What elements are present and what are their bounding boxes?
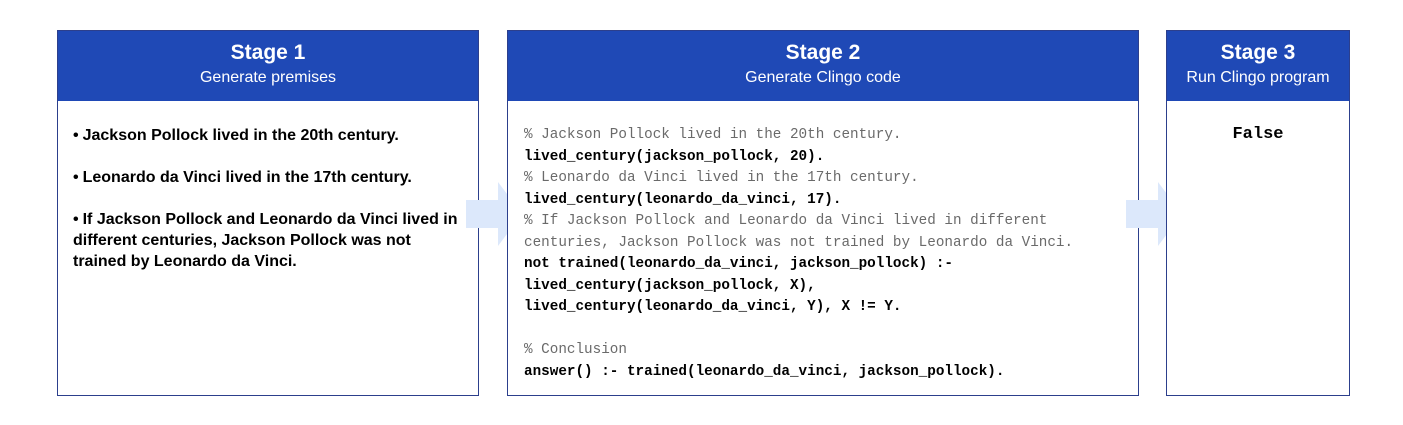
stage-1-subtitle: Generate premises [199, 69, 337, 86]
stage-2-subtitle: Generate Clingo code [745, 69, 901, 86]
code-statement-line: not trained(leonardo_da_vinci, jackson_p… [524, 256, 953, 272]
premise-item: •Jackson Pollock lived in the 20th centu… [73, 125, 464, 146]
code-comment-line: % If Jackson Pollock and Leonardo da Vin… [524, 213, 1048, 229]
premise-item: •If Jackson Pollock and Leonardo da Vinc… [73, 209, 464, 272]
stage-2-header: Stage 2 Generate Clingo code [508, 31, 1138, 101]
code-comment-line: % Conclusion [524, 342, 627, 358]
code-statement-line: lived_century(leonardo_da_vinci, 17). [524, 191, 842, 208]
stage-3-header: Stage 3 Run Clingo program [1167, 31, 1349, 101]
premise-item: •Leonardo da Vinci lived in the 17th cen… [73, 167, 464, 188]
stage-3-subtitle: Run Clingo program [1186, 69, 1330, 86]
stage-2-panel: Stage 2 Generate Clingo code % Jackson P… [507, 30, 1139, 396]
clingo-code-block: % Jackson Pollock lived in the 20th cent… [508, 101, 1138, 383]
stage-3-title: Stage 3 [1220, 41, 1296, 64]
code-comment-line: % Jackson Pollock lived in the 20th cent… [524, 127, 902, 143]
stage-1-panel: Stage 1 Generate premises •Jackson Pollo… [57, 30, 479, 396]
stage-2-title: Stage 2 [785, 41, 861, 64]
code-statement-line: lived_century(jackson_pollock, X), [524, 277, 816, 294]
bullet-icon: • [73, 169, 79, 186]
stage-3-panel: Stage 3 Run Clingo program False [1166, 30, 1350, 396]
bullet-icon: • [73, 127, 79, 144]
code-statement-line: lived_century(leonardo_da_vinci, Y), X !… [524, 299, 902, 315]
premise-text: Leonardo da Vinci lived in the 17th cent… [82, 169, 412, 186]
stage-1-title: Stage 1 [230, 41, 306, 64]
premise-text: If Jackson Pollock and Leonardo da Vinci… [73, 211, 458, 270]
program-result: False [1232, 125, 1284, 144]
stage-1-header: Stage 1 Generate premises [58, 31, 478, 101]
premise-text: Jackson Pollock lived in the 20th centur… [82, 127, 399, 144]
code-comment-line: centuries, Jackson Pollock was not train… [524, 234, 1074, 251]
bullet-icon: • [73, 211, 79, 228]
code-comment-line: % Leonardo da Vinci lived in the 17th ce… [524, 170, 919, 186]
code-statement-line: answer() :- trained(leonardo_da_vinci, j… [524, 363, 1005, 380]
code-blank-line [524, 319, 1128, 341]
premise-list: •Jackson Pollock lived in the 20th centu… [58, 101, 478, 272]
code-statement-line: lived_century(jackson_pollock, 20). [524, 148, 825, 165]
